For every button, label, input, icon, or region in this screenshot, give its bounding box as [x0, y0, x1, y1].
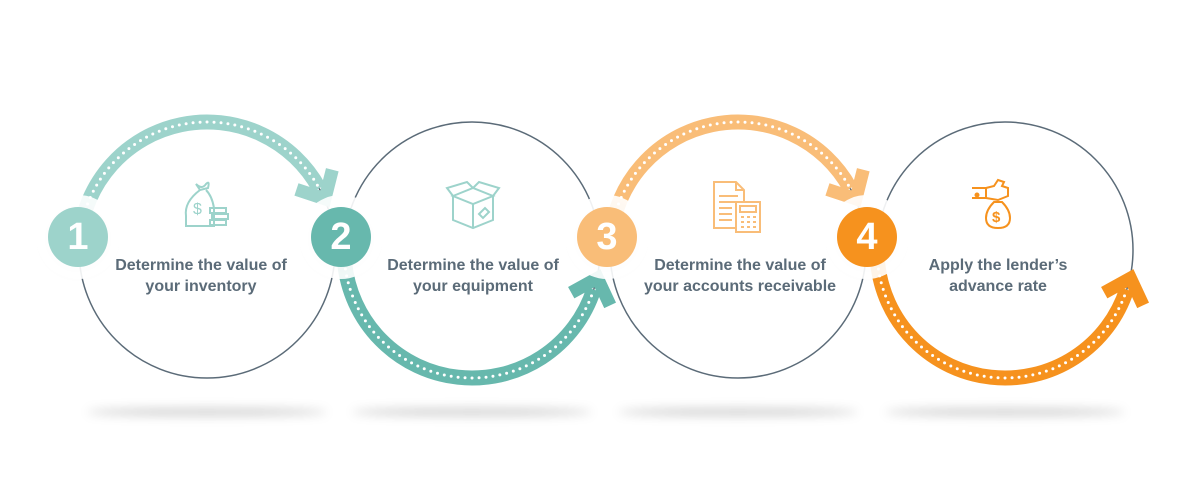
arrowhead-icon: [568, 269, 617, 309]
step-arrow-dots: [609, 120, 852, 240]
circle-shadow: [885, 408, 1125, 416]
step-2-label: Determine the value of your equipment: [387, 257, 559, 295]
circle-shadow: [87, 408, 327, 416]
step-4-badge: 4: [837, 207, 897, 267]
step-1-badge: 1: [48, 207, 108, 267]
svg-text:$: $: [193, 201, 202, 218]
step-arrow-dots: [876, 260, 1129, 380]
step-3-label: Determine the value of your accounts rec…: [643, 257, 837, 295]
money-bag-coins-icon: $: [184, 181, 229, 227]
step-4-label: Apply the lender’s advance rate: [928, 257, 1068, 295]
hand-money-bag-icon: $: [972, 178, 1012, 230]
document-calculator-icon: [713, 181, 761, 233]
arrowhead-icon: [294, 168, 339, 208]
arrowhead-icon: [1101, 269, 1150, 309]
svg-text:$: $: [992, 209, 1001, 226]
box-tag-icon: [445, 180, 501, 230]
circle-shadow: [618, 408, 858, 416]
step-2-badge: 2: [311, 207, 371, 267]
arrowhead-icon: [825, 168, 870, 208]
circle-shadow: [352, 408, 592, 416]
step-3-badge: 3: [577, 207, 637, 267]
step-1-label: Determine the value of your inventory: [115, 257, 287, 295]
step-arrow-dots: [78, 120, 321, 240]
step-arrow-dots: [343, 260, 596, 380]
